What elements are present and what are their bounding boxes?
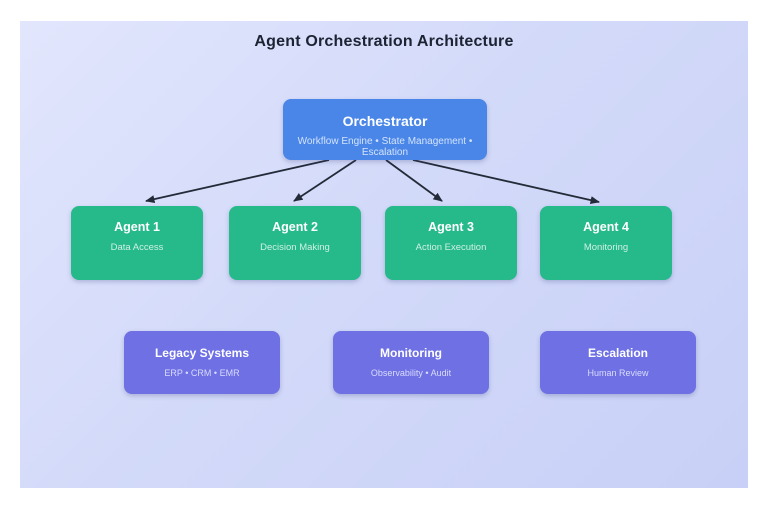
agent-4-title: Agent 4: [583, 220, 629, 234]
legacy-systems-node: Legacy Systems ERP • CRM • EMR: [124, 331, 280, 394]
monitoring-subtitle: Observability • Audit: [370, 368, 452, 378]
orchestrator-subtitle: Workflow Engine • State Management • Esc…: [297, 136, 473, 158]
diagram-title: Agent Orchestration Architecture: [254, 33, 514, 50]
agent-2-title: Agent 2: [272, 220, 318, 234]
agent-1-node: Agent 1 Data Access: [71, 206, 203, 280]
monitoring-title: Monitoring: [380, 346, 442, 360]
agent-3-node: Agent 3 Action Execution: [385, 206, 517, 280]
agent-2-subtitle: Decision Making: [260, 242, 330, 253]
agent-2-node: Agent 2 Decision Making: [229, 206, 361, 280]
agent-3-title: Agent 3: [428, 220, 474, 234]
agent-1-title: Agent 1: [114, 220, 160, 234]
escalation-subtitle: Human Review: [587, 368, 649, 378]
agent-3-subtitle: Action Execution: [415, 242, 487, 253]
legacy-systems-subtitle: ERP • CRM • EMR: [164, 368, 240, 378]
agent-4-subtitle: Monitoring: [583, 242, 629, 253]
legacy-systems-title: Legacy Systems: [154, 346, 250, 360]
escalation-node: Escalation Human Review: [540, 331, 696, 394]
monitoring-node: Monitoring Observability • Audit: [333, 331, 489, 394]
escalation-title: Escalation: [587, 346, 649, 360]
orchestrator-title: Orchestrator: [342, 113, 428, 129]
agent-1-subtitle: Data Access: [110, 242, 164, 253]
agent-4-node: Agent 4 Monitoring: [540, 206, 672, 280]
orchestrator-node: Orchestrator Workflow Engine • State Man…: [283, 99, 487, 160]
